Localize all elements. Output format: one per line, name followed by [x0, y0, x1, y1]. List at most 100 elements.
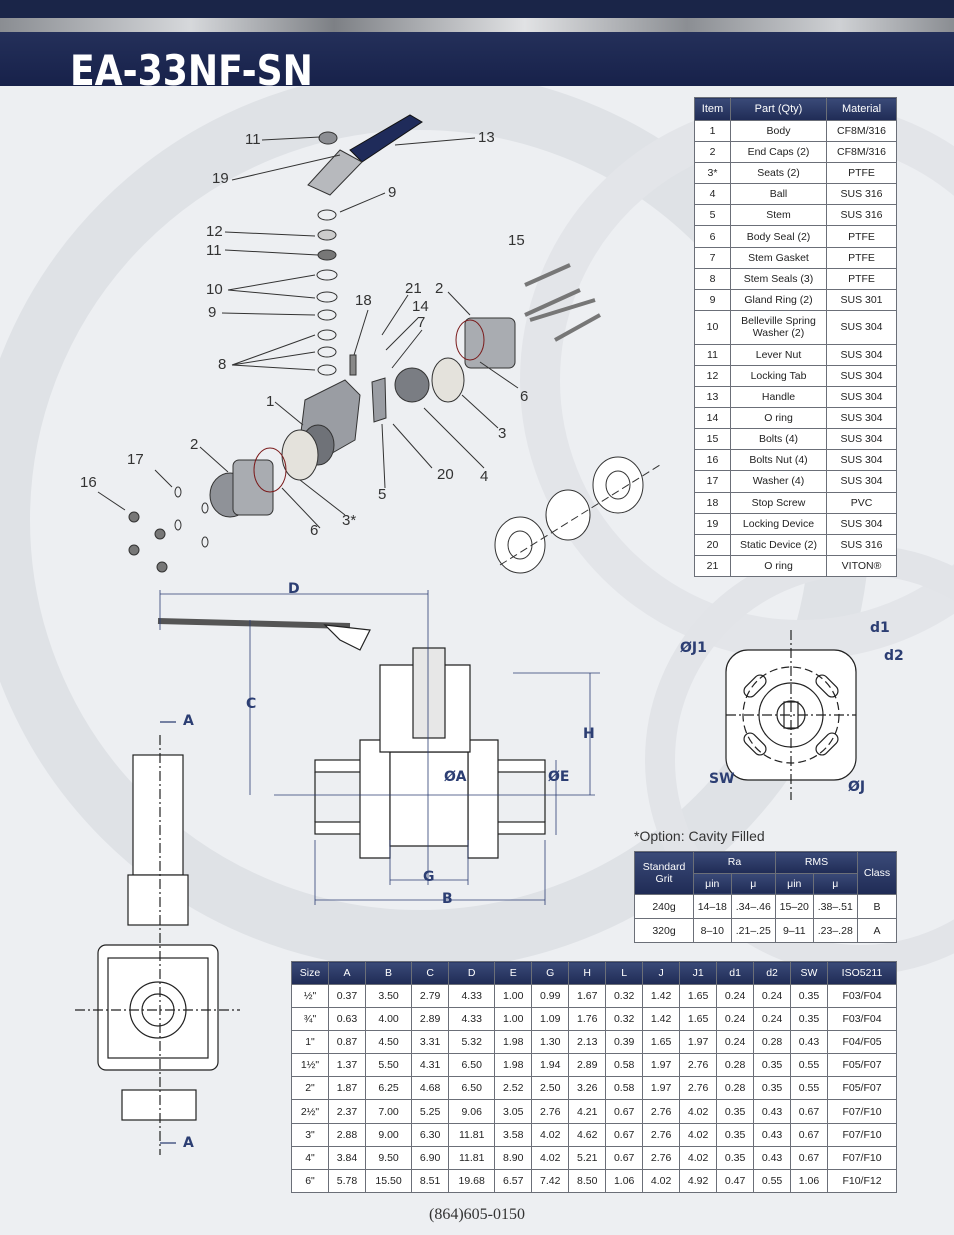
callout-label: 8 — [218, 356, 227, 373]
dims-cell: 0.32 — [605, 983, 644, 1009]
grit-header-row: Standard Grit Ra RMS Class — [634, 851, 897, 895]
grit-cell: .34–.46 — [730, 894, 776, 919]
dims-cell: 8.50 — [568, 1168, 607, 1193]
parts-cell-material: SUS 304 — [826, 470, 897, 493]
parts-cell-item: 12 — [694, 364, 731, 388]
dims-header-cell: C — [411, 961, 450, 985]
parts-cell-item: 2 — [694, 141, 731, 164]
dims-cell: 3.31 — [411, 1030, 450, 1055]
dim-label-h: H — [583, 726, 595, 742]
dims-cell: 5.21 — [568, 1145, 607, 1170]
dims-cell: 0.35 — [716, 1099, 755, 1124]
parts-cell-part: Stem Seals (3) — [730, 267, 827, 290]
parts-cell-material: SUS 304 — [826, 364, 897, 388]
grit-table: Standard Grit Ra RMS Class μin μ μin μ 2… — [634, 851, 897, 943]
dims-cell: 2.89 — [411, 1007, 450, 1032]
dims-cell: 5.25 — [411, 1099, 450, 1124]
dims-cell: 2.76 — [679, 1053, 718, 1078]
dims-header-cell: G — [531, 961, 570, 985]
dims-cell: 6.50 — [448, 1076, 496, 1101]
parts-cell-item: 21 — [694, 554, 731, 577]
dims-cell: 1.42 — [642, 983, 681, 1009]
dims-header-cell: A — [327, 961, 366, 985]
parts-cell-part: Bolts (4) — [730, 428, 827, 451]
dim-label-b: B — [442, 891, 453, 907]
parts-cell-part: Static Device (2) — [730, 533, 827, 556]
dims-cell: F07/F10 — [827, 1145, 897, 1170]
dims-cell: 0.58 — [605, 1053, 644, 1078]
dims-cell: 0.35 — [790, 983, 828, 1009]
dims-cell: 1.76 — [568, 1007, 607, 1032]
callout-label: 12 — [206, 223, 223, 240]
dims-cell: 1.00 — [494, 983, 533, 1009]
parts-header-row: Item Part (Qty) Material — [694, 97, 897, 121]
dims-cell: 2.50 — [531, 1076, 570, 1101]
dims-cell: 0.24 — [753, 1007, 792, 1032]
grit-cell: 8–10 — [693, 918, 732, 943]
parts-cell-part: Body — [730, 119, 827, 143]
dims-cell: 0.67 — [605, 1145, 644, 1170]
dims-cell: 0.43 — [753, 1145, 792, 1170]
callout-label: 20 — [437, 466, 454, 483]
callout-label: 1 — [266, 393, 275, 410]
parts-cell-part: Body Seal (2) — [730, 225, 827, 248]
page-title: EA-33NF-SN — [70, 46, 313, 95]
dims-header-cell: L — [605, 961, 644, 985]
grit-sub-u: μ — [812, 872, 859, 895]
phone-number: (864)605-0150 — [429, 1206, 525, 1223]
dims-cell: 4.21 — [568, 1099, 607, 1124]
dims-cell: 2.76 — [531, 1099, 570, 1124]
dims-cell: 1.09 — [531, 1007, 570, 1032]
callout-label: 2 — [435, 280, 444, 297]
parts-cell-item: 6 — [694, 225, 731, 248]
dims-cell: 1½" — [291, 1053, 329, 1078]
dims-header-cell: ISO5211 — [827, 961, 897, 985]
callout-label: 6 — [310, 522, 319, 539]
dims-cell: 6.30 — [411, 1122, 450, 1147]
dims-cell: 0.55 — [753, 1168, 792, 1193]
dim-label-oa: ØA — [444, 769, 467, 785]
parts-cell-material: PTFE — [826, 162, 897, 185]
dims-cell: 0.35 — [790, 1007, 828, 1032]
dims-cell: 0.28 — [716, 1053, 755, 1078]
callout-label: 11 — [245, 131, 261, 148]
callout-label: 4 — [480, 468, 489, 485]
grit-cell: .23–.28 — [812, 918, 859, 943]
dims-cell: 1.06 — [790, 1168, 828, 1193]
dims-cell: 1.97 — [642, 1053, 681, 1078]
dims-cell: 4.00 — [364, 1007, 413, 1032]
dims-cell: 0.28 — [716, 1076, 755, 1101]
dims-cell: 2.79 — [411, 983, 450, 1009]
cavity-note: *Option: Cavity Filled — [634, 828, 765, 844]
grit-cell: B — [857, 894, 897, 919]
grit-subheader-row: μin μ μin μ — [635, 872, 897, 895]
section-view — [157, 590, 600, 905]
dims-cell: 4" — [291, 1145, 329, 1170]
parts-row: 3*Seats (2)PTFE — [694, 162, 897, 185]
parts-header-material: Material — [826, 97, 897, 121]
dims-cell: 2.76 — [642, 1145, 681, 1170]
parts-cell-part: Stem Gasket — [730, 246, 827, 269]
dims-cell: 3.05 — [494, 1099, 533, 1124]
callout-label: 14 — [412, 298, 429, 315]
parts-cell-item: 19 — [694, 512, 731, 535]
parts-cell-material: PTFE — [826, 225, 897, 248]
top-strip — [0, 0, 954, 18]
dims-cell: 1.98 — [494, 1030, 533, 1055]
dims-cell: 5.32 — [448, 1030, 496, 1055]
dims-cell: 2.13 — [568, 1030, 607, 1055]
callout-label: 9 — [388, 184, 397, 201]
grit-sub-uin: μin — [693, 872, 732, 895]
dims-cell: 1" — [291, 1030, 329, 1055]
grit-cell: 320g — [634, 918, 694, 943]
